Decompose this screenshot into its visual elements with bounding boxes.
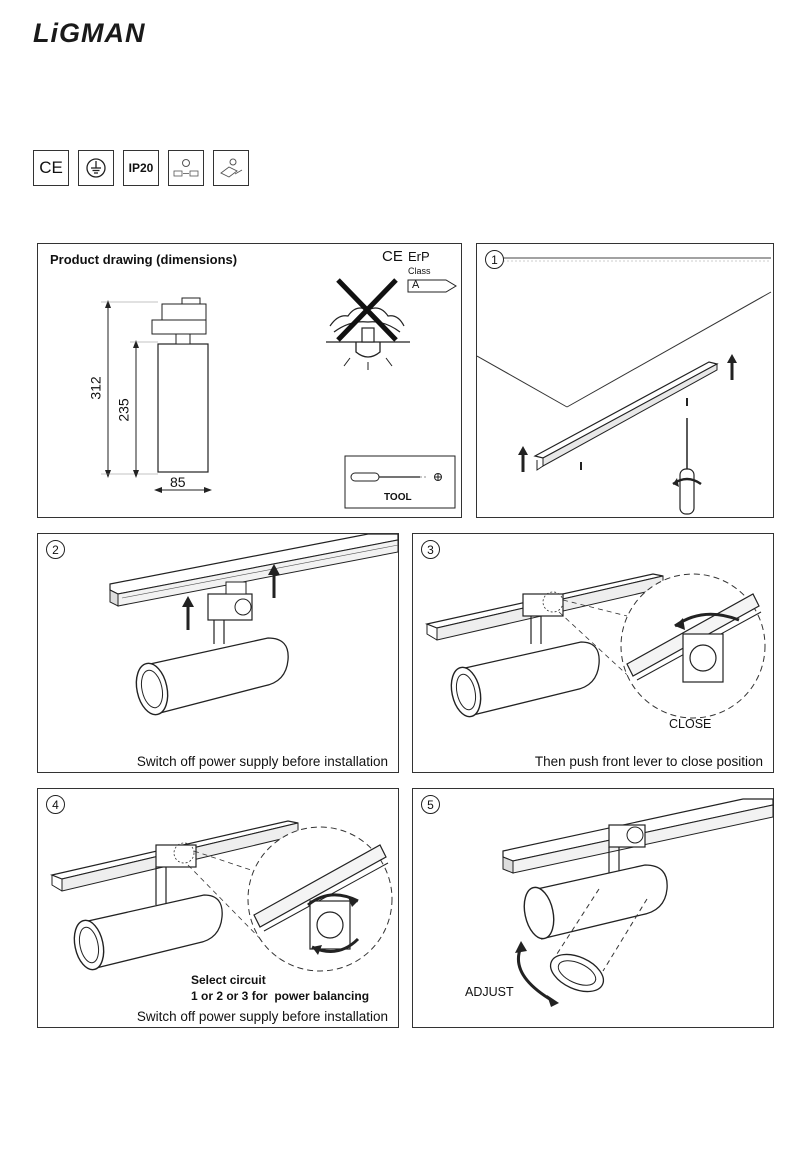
erp-class-label: Class	[408, 266, 431, 276]
certification-row: CE IP20	[33, 150, 249, 186]
step-5-panel: 5 ADJUST	[412, 788, 774, 1028]
step-5-callout: ADJUST	[465, 985, 514, 999]
step-4-note-line1: Select circuit	[191, 973, 266, 987]
step-3-caption: Then push front lever to close position	[534, 754, 763, 769]
track-adapter-icon	[168, 150, 204, 186]
ce-mark-label: CE	[382, 248, 403, 265]
step-5-number: 5	[421, 795, 440, 814]
dimension-total-height: 312	[87, 376, 104, 400]
track-connector-icon	[213, 150, 249, 186]
step-4-note-line2: 1 or 2 or 3 for power balancing	[191, 989, 370, 1003]
earth-ground-icon	[78, 150, 114, 186]
step-1-number: 1	[485, 250, 504, 269]
ce-label: CE	[39, 158, 63, 177]
product-drawing-panel: Product drawing (dimensions) 312 235 85 …	[37, 243, 462, 518]
step-3-number: 3	[421, 540, 440, 559]
erp-label: ErP	[408, 249, 430, 264]
step-4-caption: Switch off power supply before installat…	[136, 1009, 388, 1024]
step-2-caption: Switch off power supply before installat…	[136, 754, 388, 769]
step-1-illustration	[477, 257, 772, 515]
ce-mark-icon: CE	[33, 150, 69, 186]
dimension-body-height: 235	[115, 398, 132, 422]
step-3-panel: 3 CLOSE Then push front lever to close p…	[412, 533, 774, 773]
step-4-panel: 4 Select circuit 1 or 2 or 3 for power b…	[37, 788, 399, 1028]
step-4-illustration	[49, 820, 393, 972]
step-2-illustration	[109, 534, 399, 716]
step-3-callout: CLOSE	[669, 717, 712, 731]
step-2-panel: 2 Switch off power supply before install…	[37, 533, 399, 773]
product-drawing-svg	[101, 278, 457, 509]
step-1-panel: 1	[476, 243, 774, 518]
step-2-number: 2	[46, 540, 65, 559]
step-4-number: 4	[46, 795, 65, 814]
erp-class-value: A	[412, 279, 420, 291]
ip-rating-label: IP20	[128, 161, 154, 175]
step-5-illustration	[502, 798, 774, 1007]
step-3-illustration	[424, 573, 766, 719]
ip-rating-icon: IP20	[123, 150, 159, 186]
dimension-diameter: 85	[170, 474, 186, 490]
no-insulation-cover-icon	[326, 278, 410, 370]
brand-logo: LiGMAN	[33, 18, 146, 48]
tool-label: TOOL	[384, 492, 412, 503]
screwdriver-icon	[350, 472, 442, 482]
product-drawing-title: Product drawing (dimensions)	[50, 252, 238, 267]
